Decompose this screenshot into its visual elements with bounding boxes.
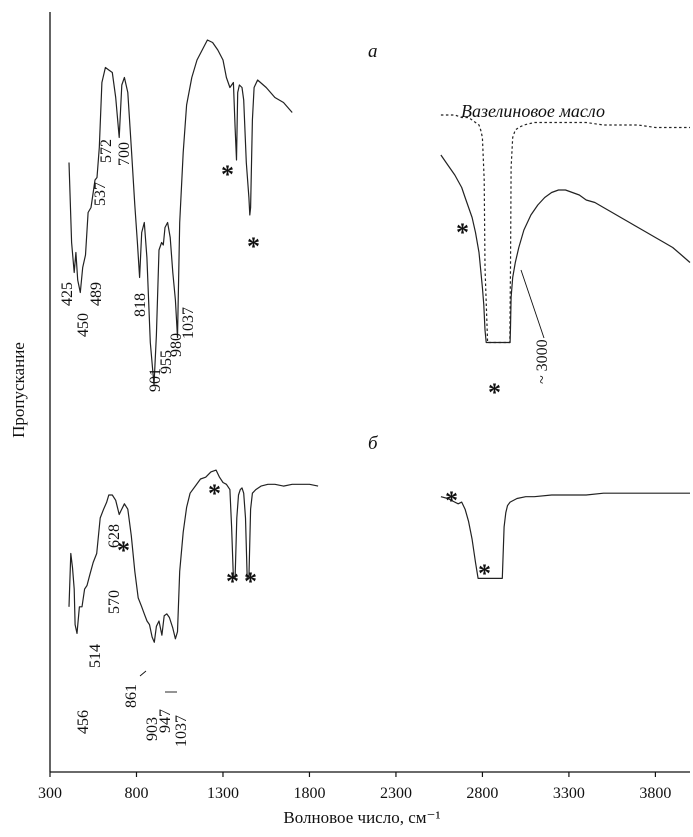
peak-label-903: 903 [144, 717, 161, 741]
x-axis-label: Волновое число, см⁻¹ [283, 808, 440, 827]
peak-label-570: 570 [106, 590, 123, 614]
spectrum-line-panel-б-0 [68, 469, 319, 643]
panel-a-peak-labels: 425 450 489 537 572 700 818 901 955 980 … [59, 139, 551, 392]
peak-label-3000: ~ 3000 [534, 339, 551, 384]
legend-vaseline-oil: Вазелиновое масло [461, 101, 605, 121]
panel-label-b: б [368, 433, 379, 454]
peak-label-947: 947 [157, 709, 174, 733]
spectrum-line-panel-б-1 [440, 492, 690, 580]
peak-label-901: 901 [147, 368, 164, 392]
spectrum-line-panel-а-2 [440, 114, 690, 344]
x-tick-label: 3300 [553, 785, 585, 802]
series-layer [68, 39, 691, 643]
x-tick-label: 800 [124, 785, 148, 802]
y-axis-label: Пропускание [9, 342, 28, 438]
axes [49, 12, 690, 773]
asterisk-markers: * * * * * * * * * * [117, 160, 501, 596]
peak-label-1037: 1037 [173, 715, 190, 747]
peak-label-514: 514 [87, 644, 104, 668]
marker-asterisk: * [478, 559, 491, 588]
x-tick-label: 2300 [380, 785, 412, 802]
peak-label-456: 456 [75, 710, 92, 734]
x-ticks: 300 800 1300 1800 2300 2800 3300 3800 [38, 772, 671, 802]
spectrum-line-panel-а-0 [68, 39, 293, 386]
peak-label-818: 818 [132, 293, 149, 317]
peak-label-955: 955 [158, 350, 175, 374]
marker-asterisk: * [221, 160, 234, 189]
peak-label-537: 537 [92, 182, 109, 206]
x-tick-label: 2800 [466, 785, 498, 802]
panel-b-peak-labels: 456 514 570 628 861 903 947 1037 [75, 524, 190, 747]
marker-asterisk: * [244, 567, 257, 596]
peak-label-1037: 1037 [180, 307, 197, 339]
x-tick-label: 1300 [207, 785, 239, 802]
peak-label-861: 861 [123, 684, 140, 708]
x-tick-label: 1800 [293, 785, 325, 802]
leader-3000 [520, 269, 545, 339]
panel-label-a: а [368, 41, 378, 62]
marker-asterisk: * [208, 479, 221, 508]
leader-861 [139, 670, 147, 677]
marker-asterisk: * [117, 536, 130, 565]
peak-label-700: 700 [116, 142, 133, 166]
x-tick-label: 300 [38, 785, 62, 802]
marker-asterisk: * [456, 218, 469, 247]
peak-label-489: 489 [88, 282, 105, 306]
peak-label-980: 980 [168, 333, 185, 357]
leader-lines [139, 269, 545, 693]
peak-label-450: 450 [75, 313, 92, 337]
x-tick-label: 3800 [639, 785, 671, 802]
marker-asterisk: * [247, 232, 260, 261]
peak-label-425: 425 [59, 282, 76, 306]
spectrum-line-panel-а-1 [440, 154, 691, 344]
peak-label-628: 628 [106, 524, 123, 548]
marker-asterisk: * [445, 486, 458, 515]
peak-label-572: 572 [98, 139, 115, 163]
marker-asterisk: * [488, 378, 501, 407]
marker-asterisk: * [226, 567, 239, 596]
